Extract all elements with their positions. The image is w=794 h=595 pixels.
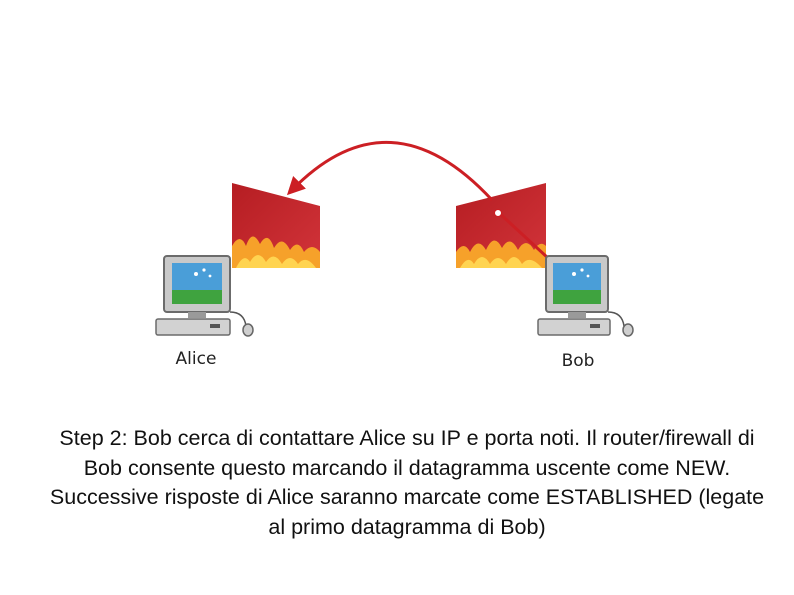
bob-label: Bob — [562, 351, 595, 371]
alice-label: Alice — [176, 349, 217, 369]
bob-outbound-line — [496, 210, 550, 260]
bob-computer-icon — [537, 255, 634, 337]
alice-computer-icon — [155, 255, 254, 337]
alice-firewall — [232, 183, 320, 268]
bob-origin-dot — [494, 209, 502, 217]
connection-arrow — [286, 140, 494, 202]
bob-firewall — [456, 183, 546, 268]
network-diagram: Alice Bob — [155, 140, 634, 371]
caption-text: Step 2: Bob cerca di contattare Alice su… — [49, 426, 765, 539]
